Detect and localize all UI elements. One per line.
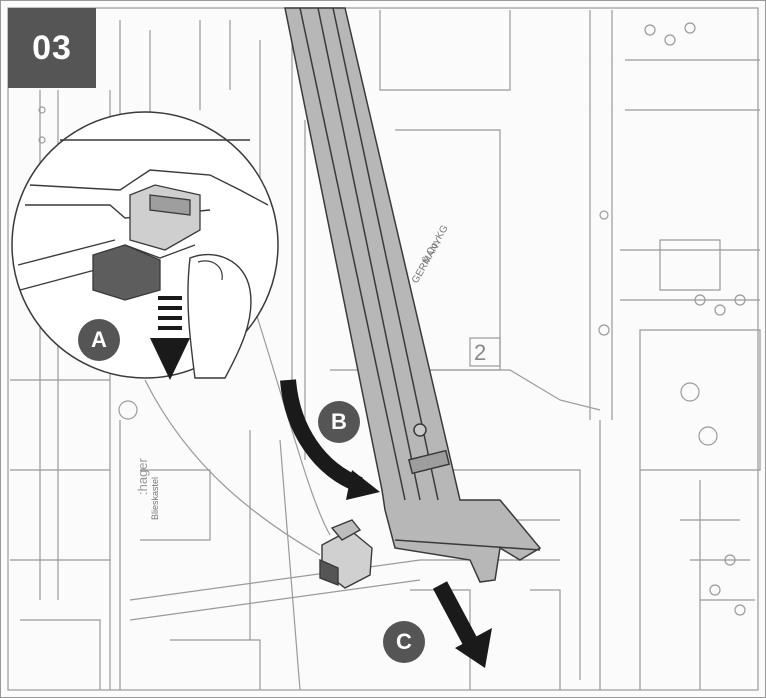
brand-label: :hager <box>135 458 150 495</box>
mounting-rail <box>284 7 542 583</box>
module-number-label: 2 <box>474 340 487 365</box>
curved-arrow-icon <box>280 379 380 500</box>
module-number-box <box>469 337 501 367</box>
marker-b: B <box>318 401 360 443</box>
marker-a: A <box>78 319 120 361</box>
latch-clip <box>319 519 373 589</box>
screw-holes <box>38 22 746 616</box>
step-number-badge: 03 <box>8 8 96 88</box>
down-arrow-icon <box>150 296 190 380</box>
finger-icon <box>187 253 252 379</box>
pull-arrow-icon <box>432 581 492 668</box>
detail-circle <box>11 111 331 556</box>
city-label: Blieskastel <box>150 476 160 520</box>
marker-c: C <box>383 621 425 663</box>
